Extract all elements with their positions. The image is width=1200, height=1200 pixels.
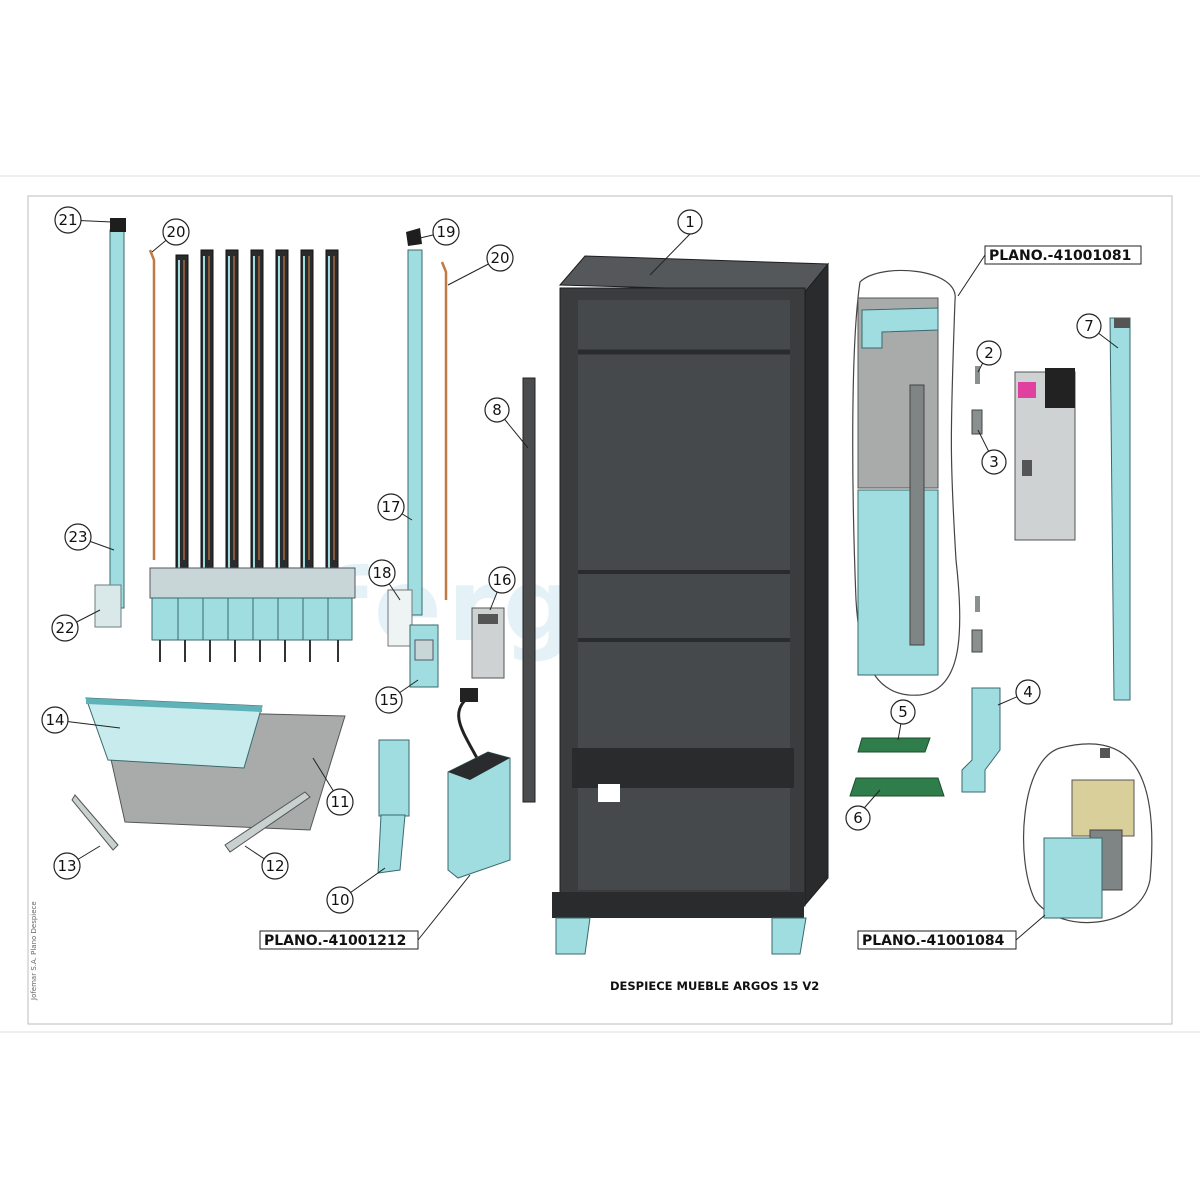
callout-7: 7 bbox=[1084, 317, 1094, 335]
side-text: Jofemar S.A. Plano Despiece bbox=[30, 901, 38, 1001]
cabinet-label bbox=[598, 784, 620, 802]
part-18 bbox=[387, 589, 413, 647]
plano-41001084-label: PLANO.-41001084 bbox=[862, 933, 1005, 949]
callout-4: 4 bbox=[1023, 683, 1033, 701]
cabinet-1 bbox=[552, 255, 830, 955]
callout-1: 1 bbox=[685, 213, 695, 231]
plano-41001081-box bbox=[984, 245, 1142, 265]
callout-12: 12 bbox=[265, 857, 284, 875]
coin-validator-top bbox=[1045, 368, 1075, 408]
plano-41001084-box bbox=[857, 930, 1017, 950]
latch-lower bbox=[971, 629, 983, 653]
hopper-door bbox=[1043, 837, 1103, 919]
part-16-detail bbox=[478, 614, 498, 624]
plano-41001212-label: PLANO.-41001212 bbox=[264, 933, 406, 949]
latch-3 bbox=[971, 409, 983, 435]
callout-19: 19 bbox=[436, 223, 455, 241]
callout-5: 5 bbox=[898, 703, 908, 721]
rail-g bbox=[325, 249, 339, 576]
callout-10: 10 bbox=[330, 891, 349, 909]
foot-left bbox=[555, 917, 591, 955]
callout-17: 17 bbox=[381, 498, 400, 516]
board-5 bbox=[857, 737, 931, 753]
pin-lower bbox=[975, 596, 980, 612]
rail-e bbox=[275, 249, 289, 576]
door-mechanism bbox=[909, 384, 925, 646]
hopper-body bbox=[1071, 779, 1135, 837]
callout-23: 23 bbox=[68, 528, 87, 546]
cap-19 bbox=[406, 228, 422, 246]
rail-b bbox=[200, 249, 214, 576]
rail-c bbox=[225, 249, 239, 576]
hopper-small-part bbox=[1100, 748, 1110, 758]
lock-10-bracket bbox=[377, 814, 406, 874]
selector-15-top bbox=[414, 639, 434, 661]
drawing-title: DESPIECE MUEBLE ARGOS 15 V2 bbox=[610, 979, 819, 993]
cabinet-base bbox=[552, 892, 804, 918]
rail-f bbox=[300, 249, 314, 576]
callout-16: 16 bbox=[492, 571, 511, 589]
callout-20-right: 20 bbox=[490, 249, 509, 267]
cabinet-right-side bbox=[804, 262, 829, 907]
shelf-14 bbox=[85, 697, 263, 769]
coin-validator-slot bbox=[1022, 460, 1032, 476]
bracket-12 bbox=[224, 791, 311, 853]
copper-wire-20-right bbox=[440, 261, 448, 600]
callout-20-left: 20 bbox=[166, 223, 185, 241]
foot-right bbox=[771, 917, 807, 955]
coin-validator-pink bbox=[1018, 382, 1036, 398]
callout-3: 3 bbox=[989, 453, 999, 471]
door-top-bracket bbox=[861, 307, 939, 349]
plano-41001212-box bbox=[259, 930, 419, 950]
shelf-14-lip bbox=[86, 698, 262, 712]
pin-2 bbox=[975, 366, 980, 384]
plano-41001081-label: PLANO.-41001081 bbox=[989, 248, 1131, 264]
callout-layer: 1 2 3 4 5 6 7 8 10 11 12 13 14 15 16 17 … bbox=[41, 206, 1119, 941]
cabinet-lower-tray bbox=[572, 748, 794, 788]
callout-8: 8 bbox=[492, 401, 502, 419]
door-outline bbox=[852, 269, 961, 696]
callout-2: 2 bbox=[984, 344, 994, 362]
shelf-group bbox=[71, 697, 346, 853]
plug bbox=[460, 688, 478, 702]
board-6 bbox=[849, 777, 945, 797]
callout-18: 18 bbox=[372, 564, 391, 582]
hopper-outline bbox=[1022, 743, 1153, 924]
rail-a bbox=[175, 254, 189, 576]
callout-14: 14 bbox=[45, 711, 64, 729]
rail-set bbox=[175, 249, 339, 576]
lower-parts bbox=[377, 688, 511, 879]
power-supply-top bbox=[448, 752, 510, 780]
side-rail-7-cap bbox=[1114, 318, 1130, 328]
callout-22: 22 bbox=[55, 619, 74, 637]
door-lower-panel bbox=[857, 489, 939, 676]
side-rail-7 bbox=[1109, 317, 1131, 701]
bracket-4 bbox=[961, 687, 1001, 793]
hopper-module-group bbox=[1022, 743, 1153, 924]
profile-8 bbox=[522, 377, 536, 803]
rail-17 bbox=[407, 249, 423, 616]
selector-row bbox=[149, 567, 356, 662]
plano-labels: PLANO.-41001081 PLANO.-41001212 PLANO.-4… bbox=[259, 245, 1142, 950]
copper-wire-20-left bbox=[148, 249, 156, 560]
callout-6: 6 bbox=[853, 809, 863, 827]
door-module-group bbox=[852, 269, 1076, 696]
callout-21: 21 bbox=[58, 211, 77, 229]
bracket-13 bbox=[71, 794, 119, 851]
bracket-22 bbox=[94, 584, 122, 628]
callout-11: 11 bbox=[330, 793, 349, 811]
rail-23 bbox=[109, 229, 125, 609]
lock-10 bbox=[378, 739, 410, 817]
rail-group bbox=[94, 218, 505, 688]
rail-d bbox=[250, 249, 264, 576]
rail-23-cap bbox=[110, 218, 126, 232]
callout-15: 15 bbox=[379, 691, 398, 709]
callout-13: 13 bbox=[57, 857, 76, 875]
